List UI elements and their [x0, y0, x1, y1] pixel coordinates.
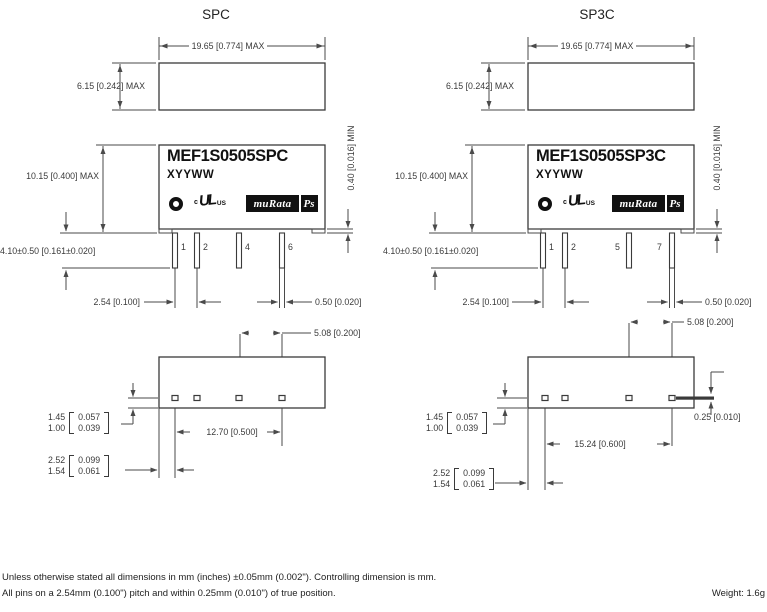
sp3c-dim-pad-offset: 0.25 [0.010] — [694, 412, 741, 422]
spc-dim-pin-length: 4.10±0.50 [0.161±0.020] — [0, 246, 96, 256]
ps-wordmark: Ps — [300, 195, 318, 212]
spc-dim-width: 19.65 [0.774] MAX — [170, 41, 286, 51]
footer-note-1: Unless otherwise stated all dimensions i… — [2, 572, 437, 583]
spc-title: SPC — [202, 7, 230, 22]
spc-dim-pitch: 2.54 [0.100] — [93, 297, 140, 307]
sp3c-bottom-view — [493, 319, 724, 490]
sp3c-dim-height: 10.15 [0.400] MAX — [395, 171, 468, 181]
sp3c-title: SP3C — [579, 7, 615, 22]
spc-dim-depth: 6.15 [0.242] MAX — [77, 81, 145, 91]
sp3c-dim-pitch: 2.54 [0.100] — [462, 297, 509, 307]
sp3c-top-view — [481, 37, 695, 111]
sp3c-dim-pin-width: 0.50 [0.020] — [705, 297, 752, 307]
spc-bottom-view — [121, 330, 326, 478]
sp3c-date-code: XYYWW — [536, 169, 584, 181]
spc-dim-pin-width: 0.50 [0.020] — [315, 297, 362, 307]
spc-pin-label-1: 1 — [181, 242, 186, 252]
sp3c-pin-label-2: 2 — [571, 242, 576, 252]
spc-top-view — [112, 37, 326, 111]
spc-front-view — [60, 144, 353, 308]
sp3c-dim-width: 19.65 [0.774] MAX — [539, 41, 655, 51]
sp3c-pin1-indicator-icon — [538, 197, 552, 211]
sp3c-pin-label-1: 1 — [549, 242, 554, 252]
spc-dim-height: 10.15 [0.400] MAX — [26, 171, 99, 181]
sp3c-cul-us-icon: c UL US — [563, 191, 595, 210]
spc-pin-label-2: 2 — [203, 242, 208, 252]
sp3c-dim-span-outer: 15.24 [0.600] — [574, 439, 626, 449]
footer-note-2: All pins on a 2.54mm (0.100") pitch and … — [2, 588, 336, 599]
spc-cul-us-icon: c UL US — [194, 191, 226, 210]
spc-part-number: MEF1S0505SPC — [167, 147, 288, 165]
spc-pin1-indicator-icon — [169, 197, 183, 211]
spc-dim-span-outer: 12.70 [0.500] — [206, 427, 258, 437]
sp3c-part-number: MEF1S0505SP3C — [536, 147, 666, 165]
sp3c-dim-pin-length: 4.10±0.50 [0.161±0.020] — [383, 246, 479, 256]
spc-dim-span-inner: 5.08 [0.200] — [314, 328, 361, 338]
spc-dim-standoff: 0.40 [0.016] MIN — [346, 125, 356, 191]
murata-wordmark: muRata — [246, 195, 299, 212]
sp3c-murata-logo: muRata Ps — [612, 195, 684, 212]
weight-note: Weight: 1.6g — [711, 588, 765, 599]
murata-wordmark: muRata — [612, 195, 665, 212]
spc-murata-logo: muRata Ps — [246, 195, 318, 212]
ps-wordmark: Ps — [666, 195, 684, 212]
sp3c-dim-span-inner: 5.08 [0.200] — [687, 317, 734, 327]
spc-pin-label-4: 4 — [245, 242, 250, 252]
spc-pin-label-6: 6 — [288, 242, 293, 252]
spc-date-code: XYYWW — [167, 169, 215, 181]
sp3c-pin-label-7: 7 — [657, 242, 662, 252]
sp3c-front-view — [429, 144, 722, 308]
sp3c-pin-label-5: 5 — [615, 242, 620, 252]
sp3c-dim-depth: 6.15 [0.242] MAX — [446, 81, 514, 91]
sp3c-dim-standoff: 0.40 [0.016] MIN — [712, 125, 722, 191]
